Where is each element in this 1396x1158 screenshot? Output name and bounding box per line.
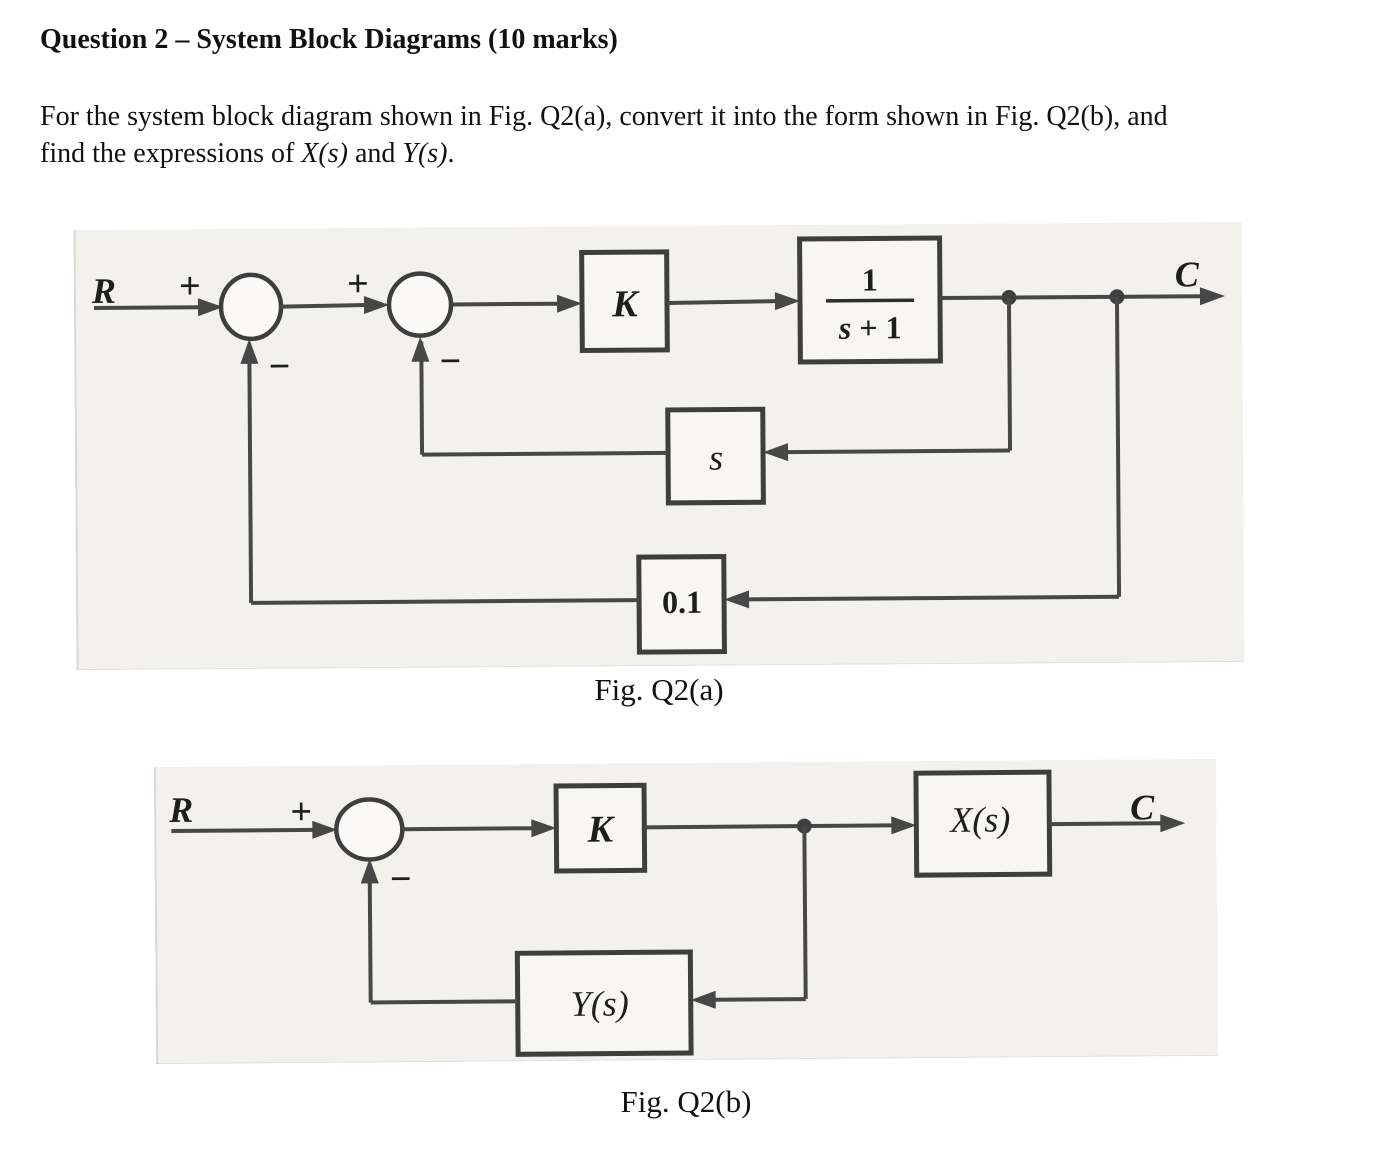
fig-a-gain-to-sum1-wire — [240, 338, 640, 605]
fig-b-x-label: X(s) — [948, 799, 1010, 839]
fig-a-output-arrow — [939, 287, 1225, 306]
fig-a-plant-numerator: 1 — [862, 261, 878, 297]
fig-a-s-label: s — [709, 438, 723, 478]
fig-a-plant-denominator: s + 1 — [838, 309, 902, 345]
fig-a-sum1-minus-sign: − — [268, 346, 290, 388]
fig-b-input-arrow — [171, 820, 338, 839]
fig-a-s-block — [665, 406, 766, 506]
fig-a-sum2-circle — [386, 271, 454, 338]
fig-b-sum-circle — [334, 797, 405, 862]
fig-b-k-label: K — [587, 809, 616, 851]
fig-a-gain-block — [636, 554, 727, 655]
fig-a-input-arrow — [94, 298, 224, 317]
question-heading: Question 2 – System Block Diagrams (10 m… — [40, 24, 618, 55]
fig-a-inner-feedback-wire — [763, 297, 1013, 462]
fig-b-y-label: Y(s) — [571, 983, 629, 1023]
fig-b-sum-minus-sign: − — [390, 858, 412, 900]
fig-a-scan-panel: R + + K — [73, 221, 1245, 671]
fig-a-k-to-plant-arrow — [666, 292, 800, 311]
body-line-2-end: . — [447, 138, 455, 169]
fig-a-input-label: R — [91, 271, 116, 311]
fig-b-k-to-x-arrow — [644, 816, 917, 835]
fig-a-sum1-plus-sign: + — [179, 265, 201, 307]
fig-a-sum1-circle — [218, 272, 284, 342]
fig-a-outer-feedback-wire — [724, 296, 1122, 609]
fig-a-caption: Fig. Q2(a) — [594, 672, 724, 707]
fig-b-sum-plus-sign: + — [290, 791, 312, 833]
fig-b-caption: Fig. Q2(b) — [620, 1084, 752, 1119]
fig-b-y-block — [514, 949, 694, 1057]
fig-a-gain-label: 0.1 — [662, 584, 702, 620]
body-line-2-mid: and — [347, 138, 403, 169]
body-ys: Y(s) — [402, 138, 448, 169]
fig-a-diagram: R + + K — [91, 235, 1225, 655]
fig-b-diagram: R + K X(s) — [168, 769, 1186, 1057]
body-line-2-pre: find the expressions of — [40, 138, 302, 169]
fig-a-plant-fraction-bar — [825, 298, 915, 303]
fig-b-y-to-sum-wire — [360, 858, 518, 1005]
fig-b-input-label: R — [168, 790, 193, 830]
fig-b-output-arrow — [1049, 814, 1186, 833]
fig-a-output-label: C — [1175, 254, 1200, 294]
fig-b-sum-to-k-arrow — [402, 819, 557, 838]
fig-b-output-label: C — [1130, 787, 1155, 827]
question-body: For the system block diagram shown in Fi… — [40, 98, 1385, 172]
fig-a-s-to-sum2-wire — [411, 336, 669, 457]
fig-b-scan-panel: R + K X(s) — [153, 758, 1219, 1065]
fig-a-sum2-to-k-arrow — [450, 294, 583, 313]
fig-a-sum2-plus-sign: + — [347, 263, 369, 305]
fig-a-sum2-minus-sign: − — [439, 340, 461, 382]
body-xs: X(s) — [301, 138, 348, 169]
fig-b-feedback-wire — [690, 826, 808, 1009]
body-line-1: For the system block diagram shown in Fi… — [40, 101, 1168, 132]
fig-a-k-label: K — [611, 283, 640, 325]
fig-a-sum1-to-sum2-arrow — [280, 296, 390, 315]
